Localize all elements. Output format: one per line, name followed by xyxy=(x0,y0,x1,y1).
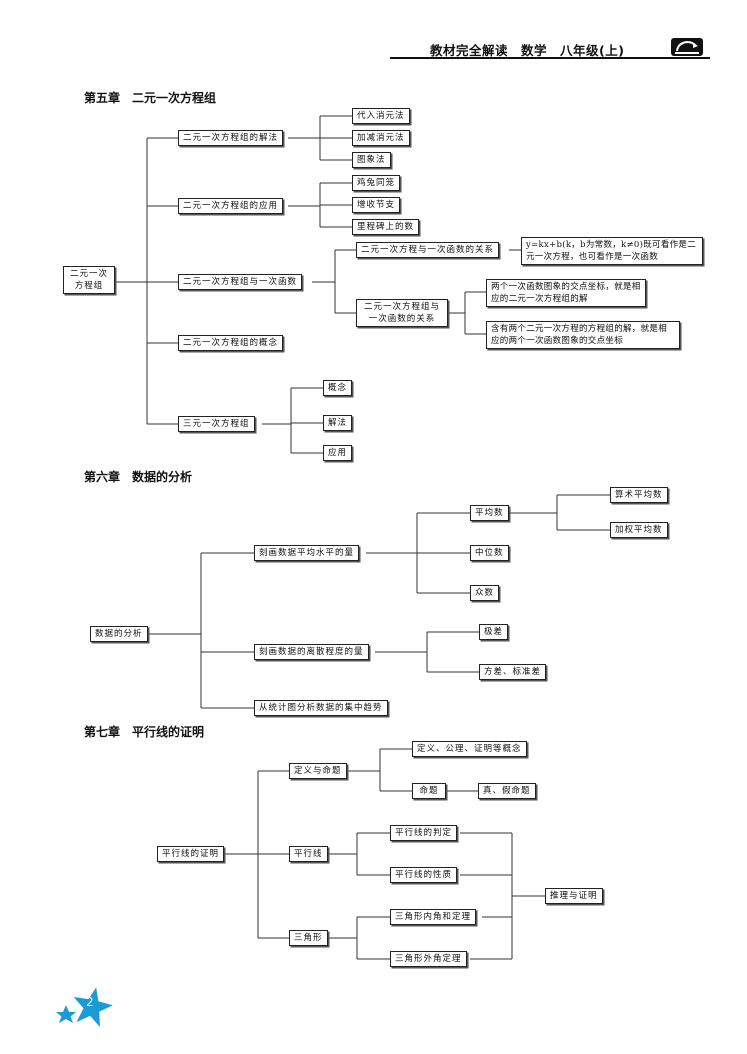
ch5-node-intersection-solution: 两个一次函数图象的交点坐标，就是相应的二元一次方程组的解 xyxy=(486,279,646,307)
ch5-node-linear-function: 二元一次方程组与一次函数 xyxy=(178,274,303,290)
ch5-node-solution-intersection: 含有两个二元一次方程的方程组的解，就是相应的两个一次函数图象的交点坐标 xyxy=(486,321,680,349)
ch6-node-variance: 方差、标准差 xyxy=(479,664,547,680)
ch6-node-mode: 众数 xyxy=(470,585,500,601)
chapter-7-title: 第七章 平行线的证明 xyxy=(84,725,205,739)
ch5-node-apply: 二元一次方程组的应用 xyxy=(178,198,284,214)
ch5-node-three-concept: 概念 xyxy=(323,380,353,396)
ch7-node-proposition: 命题 xyxy=(412,783,446,799)
header-rule xyxy=(390,57,710,59)
publisher-logo xyxy=(671,38,703,56)
chapter-6-title: 第六章 数据的分析 xyxy=(84,470,193,484)
large-star-icon xyxy=(73,987,113,1028)
ch7-node-reasoning-proof: 推理与证明 xyxy=(545,888,603,904)
ch7-node-parallel-criteria: 平行线的判定 xyxy=(390,825,458,841)
ch7-node-true-false: 真、假命题 xyxy=(478,783,536,799)
ch6-node-median: 中位数 xyxy=(470,545,509,561)
ch7-node-triangle: 三角形 xyxy=(289,930,328,946)
small-star-icon xyxy=(56,1005,76,1023)
ch5-node-three-solve: 解法 xyxy=(323,415,353,431)
page-number-stars xyxy=(56,987,113,1028)
running-header-title: 教材完全解读 数学 八年级(上) xyxy=(430,43,625,58)
ch5-node-elimination: 加减消元法 xyxy=(352,130,410,146)
ch5-node-chicken-rabbit: 鸡兔同笼 xyxy=(352,175,401,191)
ch6-node-arithmetic-mean: 算术平均数 xyxy=(610,487,668,503)
ch6-node-dispersion: 刻画数据的离散程度的量 xyxy=(254,644,369,660)
ch5-root-node: 二元一次方程组 xyxy=(63,266,115,294)
ch5-node-concept: 二元一次方程组的概念 xyxy=(178,335,284,351)
ch5-node-income-expense: 增收节支 xyxy=(352,197,401,213)
ch5-node-milestone: 里程碑上的数 xyxy=(352,219,420,235)
ch7-node-angle-sum: 三角形内角和定理 xyxy=(390,909,477,925)
ch7-node-definition: 定义与命题 xyxy=(289,763,347,779)
chapter-5-title: 第五章 二元一次方程组 xyxy=(84,91,217,105)
ch5-node-system-function-relation: 二元一次方程组与一次函数的关系 xyxy=(356,299,448,327)
ch6-node-range: 极差 xyxy=(479,624,509,640)
ch7-node-axioms: 定义、公理、证明等概念 xyxy=(412,741,527,757)
ch7-root-node: 平行线的证明 xyxy=(157,846,225,862)
ch6-node-mean: 平均数 xyxy=(470,505,509,521)
ch7-node-parallel-properties: 平行线的性质 xyxy=(390,867,458,883)
ch6-node-weighted-mean: 加权平均数 xyxy=(610,522,668,538)
ch7-node-exterior-angle: 三角形外角定理 xyxy=(390,951,467,967)
ch6-node-average-level: 刻画数据平均水平的量 xyxy=(254,545,360,561)
ch7-node-parallel: 平行线 xyxy=(289,846,328,862)
ch6-node-trend: 从统计图分析数据的集中趋势 xyxy=(254,700,388,716)
page-number: 2 xyxy=(86,995,94,1009)
ch6-root-node: 数据的分析 xyxy=(90,626,148,642)
ch5-node-equation-function-relation: 二元一次方程与一次函数的关系 xyxy=(356,242,500,258)
ch5-node-solve: 二元一次方程组的解法 xyxy=(178,130,284,146)
ch5-node-equation-function-desc: y=kx+b(k，b为常数，k≠0)既可看作是二元一次方程，也可看作是一次函数 xyxy=(521,237,703,265)
ch5-node-substitution: 代入消元法 xyxy=(352,108,410,124)
ch5-node-three-apply: 应用 xyxy=(323,445,353,461)
ch5-node-three-variable: 三元一次方程组 xyxy=(178,416,255,432)
ch5-node-graphing: 图象法 xyxy=(352,152,391,168)
